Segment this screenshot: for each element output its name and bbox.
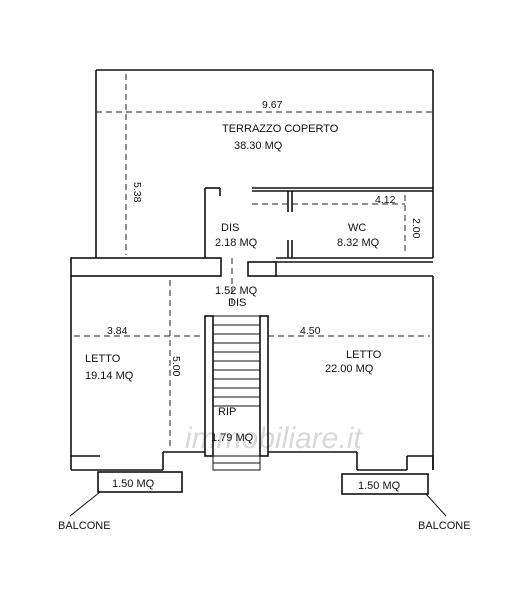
dis-upper-area: 2.18 MQ xyxy=(215,237,258,249)
balcony-left-area: 1.50 MQ xyxy=(112,478,155,490)
letto-left-height: 5.00 xyxy=(170,356,182,377)
balcony-left-leader xyxy=(69,491,101,517)
letto-right-area: 22.00 MQ xyxy=(325,363,374,375)
terrace-height: 5.38 xyxy=(131,182,143,203)
rip-name: RIP xyxy=(218,406,236,418)
balcony-left-name: BALCONE xyxy=(58,520,111,532)
rip-area: 1.79 MQ xyxy=(211,432,254,444)
letto-left-area: 19.14 MQ xyxy=(85,370,134,382)
letto-left-width: 3.84 xyxy=(107,325,128,337)
wc-width: 4.12 xyxy=(375,194,396,206)
staircase xyxy=(204,315,269,471)
dimension-lines xyxy=(74,74,433,450)
dis-upper-name: DIS xyxy=(221,222,239,234)
dis-center-name: DIS xyxy=(228,297,246,309)
service-walls xyxy=(204,188,434,263)
dis-center-area: 1.52 MQ xyxy=(215,285,258,297)
wc-height: 2.00 xyxy=(410,218,422,239)
letto-right-name: LETTO xyxy=(346,349,382,361)
balcony-left xyxy=(97,471,183,493)
terrace-area: 38.30 MQ xyxy=(234,140,283,152)
balcony-right-name: BALCONE xyxy=(418,520,471,532)
wc-area: 8.32 MQ xyxy=(337,237,380,249)
terrace-width: 9.67 xyxy=(262,99,283,111)
watermark: immobiliare.it xyxy=(185,422,363,455)
letto-right-width: 4.50 xyxy=(300,325,321,337)
middle-walls xyxy=(70,257,434,470)
balcony-right-area: 1.50 MQ xyxy=(358,480,401,492)
bottom-walls xyxy=(71,451,434,471)
wc-name: WC xyxy=(348,222,366,234)
balcony-right xyxy=(341,473,429,495)
letto-left-name: LETTO xyxy=(85,353,121,365)
terrace-walls xyxy=(95,69,434,258)
terrace-name: TERRAZZO COPERTO xyxy=(222,123,339,135)
balcony-right-leader xyxy=(425,493,447,517)
